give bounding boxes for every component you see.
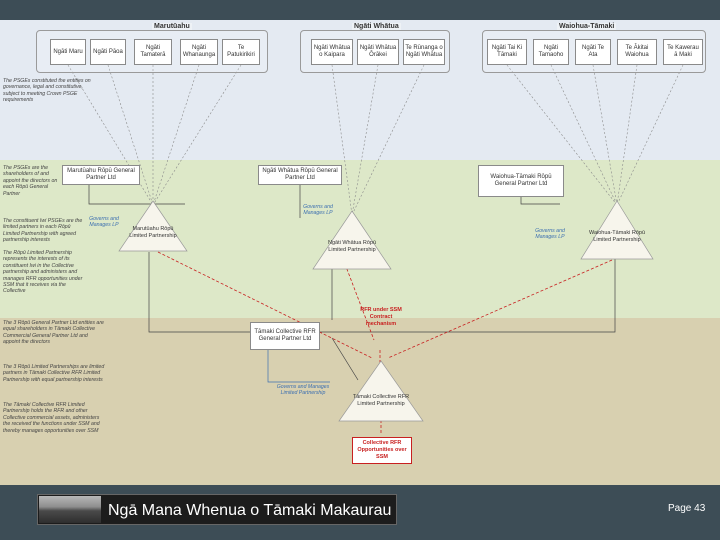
iwi-box: Ngāti Whanaunga <box>180 39 218 65</box>
iwi-box: Ngāti Tamaoho <box>533 39 569 65</box>
collective-opportunities-box: Collective RFR Opportunities over SSM <box>352 437 412 464</box>
entity-structure-diagram: Marutūahu Ngāti Whātua Waiohua-Tāmaki Ng… <box>0 20 720 485</box>
governs-label: Governs and Manages LP <box>303 204 333 217</box>
iwi-box: Te Rūnanga o Ngāti Whātua <box>403 39 445 65</box>
iwi-box: Ngāti Pāoa <box>90 39 126 65</box>
iwi-box: Ngāti Tai Ki Tāmaki <box>487 39 527 65</box>
collective-general-partner-box: Tāmaki Collective RFR General Partner Lt… <box>250 322 320 350</box>
iwi-link-line <box>616 64 684 206</box>
general-partner-box: Ngāti Whātua Rōpū General Partner Ltd <box>258 165 342 185</box>
iwi-link-line <box>107 64 154 206</box>
general-partner-box: Marutūahu Rōpū General Partner Ltd <box>62 165 140 185</box>
iwi-link-line <box>616 64 638 206</box>
collective-limited-partnership-label: Tāmaki Collective RFR Limited Partnershi… <box>352 394 410 407</box>
group-title-marutuahu: Marutūahu <box>152 23 192 30</box>
governs-label: Governs and Manages LP <box>535 228 565 241</box>
landscape-image <box>39 496 101 523</box>
iwi-link-line <box>331 64 353 216</box>
iwi-link-line <box>351 64 425 216</box>
iwi-box: Te Ākitai Waiohua <box>617 39 657 65</box>
group-title-waiohua-tamaki: Waiohua-Tāmaki <box>557 23 617 30</box>
connector-lines <box>67 64 684 435</box>
iwi-box: Te Kawerau ā Maki <box>663 39 703 65</box>
iwi-box: Ngāti Tamaterā <box>134 39 172 65</box>
side-note: The 3 Rōpū General Partner Ltd entities … <box>3 320 104 346</box>
side-note: The constituent Iwi PSGEs are the limite… <box>3 218 83 244</box>
group-title-ngati-whatua: Ngāti Whātua <box>352 23 401 30</box>
collective-governs-label: Governs and Manages Limited Partnership <box>276 384 330 397</box>
iwi-link-line <box>550 64 618 206</box>
side-note: The PSGEs are the shareholders of and ap… <box>3 165 58 197</box>
page-number: Page 43 <box>668 503 706 514</box>
side-note: The Tāmaki Collective RFR Limited Partne… <box>3 402 100 434</box>
footer-banner: Ngā Mana Whenua o Tāmaki Makaurau <box>37 494 397 525</box>
iwi-box: Ngāti Whātua o Kaipara <box>311 39 353 65</box>
side-note: The 3 Rōpū Limited Partnerships are limi… <box>3 364 105 383</box>
limited-partnership-triangle <box>580 200 654 260</box>
limited-partnership-label: Waiohua-Tāmaki Rōpū Limited Partnership <box>588 230 646 243</box>
iwi-box: Ngāti Whātua Ōrākei <box>357 39 399 65</box>
iwi-link-line <box>152 64 242 206</box>
footer-title: Ngā Mana Whenua o Tāmaki Makaurau <box>108 502 392 519</box>
collective-limited-partnership-triangle <box>338 360 424 422</box>
general-partner-box: Waiohua-Tāmaki Rōpū General Partner Ltd <box>478 165 564 197</box>
iwi-link-line <box>592 64 618 206</box>
iwi-box: Te Patukirikiri <box>222 39 260 65</box>
rfr-mechanism-label: RFR under SSM Contract mechanism <box>360 307 402 327</box>
iwi-box: Ngāti Maru <box>50 39 86 65</box>
limited-partnership-triangle <box>118 200 188 252</box>
limited-partnership-triangle <box>312 210 392 270</box>
iwi-box: Ngāti Te Ata <box>575 39 611 65</box>
limited-partnership-label: Marutūahu Rōpū Limited Partnership <box>129 226 177 239</box>
iwi-link-line <box>351 64 379 216</box>
governs-label: Governs and Manages LP <box>89 216 119 229</box>
iwi-link-line <box>152 64 200 206</box>
side-note: The PSGEs constituted the entities on go… <box>3 78 91 104</box>
limited-partnership-label: Ngāti Whātua Rōpū Limited Partnership <box>328 240 376 253</box>
side-note: The Rōpū Limited Partnership represents … <box>3 250 83 295</box>
iwi-link-line <box>506 64 618 206</box>
